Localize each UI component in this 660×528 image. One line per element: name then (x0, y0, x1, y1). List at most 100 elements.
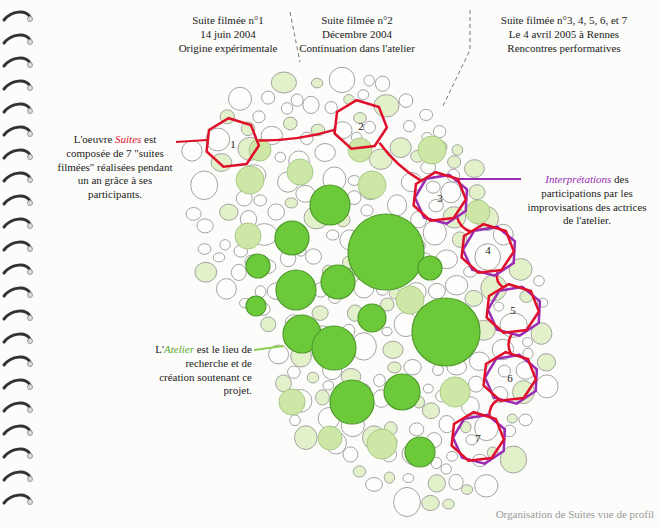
column-heading-block: Suite filmée n°3, 4, 5, 6, et 7Le 4 avri… (478, 14, 650, 55)
suite-chain (379, 143, 421, 181)
binding-ring (4, 242, 30, 250)
callout-number: 6 (482, 352, 538, 404)
cell (186, 208, 201, 221)
cell (449, 474, 463, 490)
light-cell (358, 171, 386, 199)
column-heading-block: Suite filmée n°2Décembre 2004Continuatio… (292, 14, 422, 55)
suite-heptagon: 5 (485, 284, 541, 336)
light-cell (418, 136, 446, 164)
cell (198, 244, 211, 255)
binding-ring (4, 426, 30, 434)
column-heading: Continuation dans l'atelier (292, 42, 422, 56)
light-cell (279, 389, 305, 415)
atelier-cell (246, 254, 270, 278)
column-heading: Le 4 avril 2005 à Rennes (478, 28, 650, 42)
callout-number: 7 (450, 412, 506, 464)
atelier-cell (358, 304, 386, 332)
leader-line (176, 140, 207, 142)
annotation: Atelier (164, 343, 194, 355)
column-divider (290, 12, 300, 62)
atelier-cell (275, 221, 309, 255)
cell (422, 403, 439, 419)
binding-hole (28, 201, 33, 206)
cell (295, 426, 318, 450)
light-cell (318, 426, 342, 450)
binding-ring (4, 311, 30, 319)
leader-line (458, 178, 521, 180)
atelier-cell (246, 296, 266, 316)
binding-hole (28, 224, 33, 229)
cell (285, 198, 298, 208)
cell (420, 109, 433, 120)
cell (262, 91, 275, 104)
binding-ring (4, 357, 30, 365)
binding-ring (4, 104, 30, 112)
cell (469, 376, 484, 392)
atelier-cell (312, 326, 356, 370)
binding-hole (28, 339, 33, 344)
spiral-binding (4, 12, 33, 504)
cell (441, 464, 451, 474)
cell (284, 117, 298, 130)
binding-ring (4, 495, 30, 503)
binding-ring (4, 219, 30, 227)
binding-hole (28, 155, 33, 160)
binding-ring (4, 35, 30, 43)
cell (428, 475, 445, 492)
light-cell (287, 159, 313, 185)
atelier-cell (384, 374, 420, 410)
cell (315, 144, 336, 162)
annotation: Suites (115, 133, 141, 145)
atelier-cell (276, 270, 316, 310)
cell (383, 341, 403, 358)
cell (404, 121, 416, 132)
cell (475, 475, 498, 497)
cell (537, 354, 555, 371)
cell (253, 111, 265, 123)
binding-ring (4, 127, 30, 135)
binding-ring (4, 403, 30, 411)
binding-hole (28, 40, 33, 45)
binding-hole (28, 431, 33, 436)
cell (534, 276, 545, 286)
cell (291, 94, 303, 106)
cell (388, 195, 407, 216)
column-heading: Rencontres performatives (478, 42, 650, 56)
binding-hole (28, 316, 33, 321)
cell (327, 230, 339, 240)
cell (423, 221, 446, 246)
cell (409, 423, 423, 436)
cell (403, 474, 414, 483)
cell (494, 302, 504, 311)
light-cell (236, 166, 264, 194)
cell (443, 499, 455, 509)
atelier-cell (348, 214, 424, 290)
binding-ring (4, 196, 30, 204)
binding-hole (28, 477, 33, 482)
column-heading: 14 juin 2004 (150, 28, 306, 42)
cell (229, 87, 252, 110)
suite-chain (457, 216, 471, 232)
binding-ring (4, 12, 30, 20)
cell (465, 290, 483, 306)
annotation-block: L'Atelier est le lieu de recherche et de… (150, 343, 252, 398)
atelier-cell (310, 185, 350, 225)
suite-chain (259, 130, 336, 141)
binding-ring (4, 58, 30, 66)
suite-heptagon: 4 (460, 224, 516, 276)
cell (211, 154, 232, 172)
binding-hole (28, 247, 33, 252)
annotation-block: Interprétations des participations par l… (524, 173, 650, 228)
cell (325, 102, 337, 114)
binding-ring (4, 265, 30, 273)
cell (441, 182, 461, 203)
cell (195, 262, 217, 282)
cell (519, 414, 532, 426)
binding-hole (28, 500, 33, 505)
cell (213, 253, 224, 262)
cell (399, 94, 413, 108)
cell (375, 76, 389, 91)
light-cell (249, 139, 271, 161)
cell (220, 240, 230, 250)
